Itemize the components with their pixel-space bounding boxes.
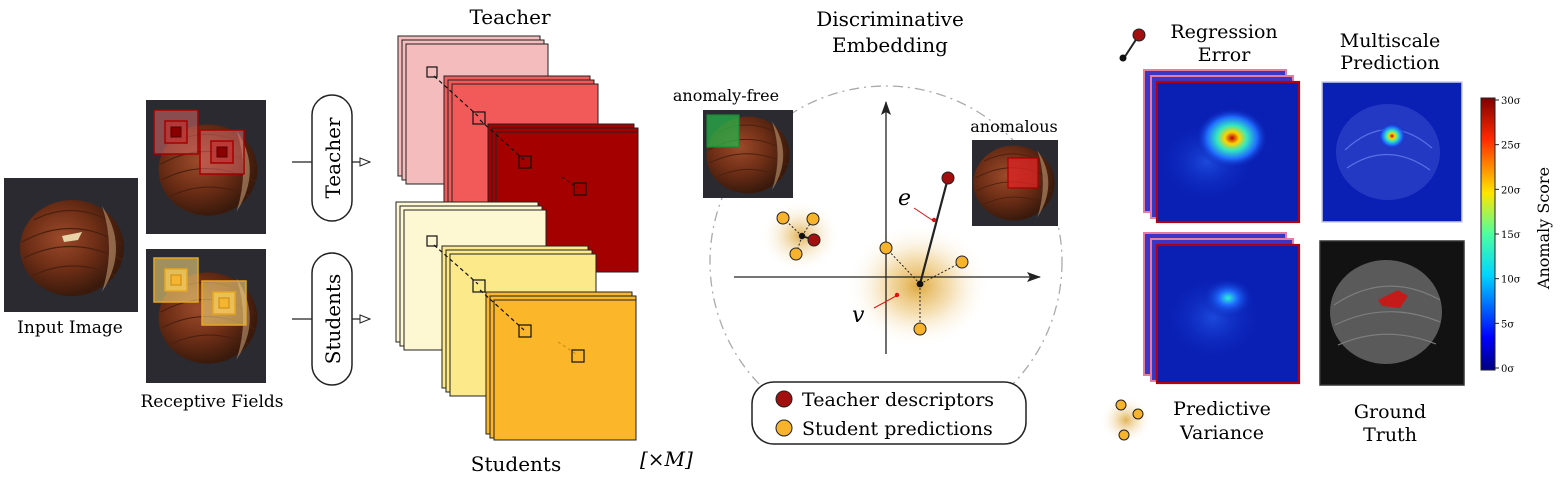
multiscale-line1: Multiscale: [1340, 30, 1441, 52]
embedding-title-line1: Discriminative: [816, 7, 964, 31]
embedding-title-line2: Embedding: [832, 33, 948, 57]
colorbar-tick-label: 5σ: [1501, 319, 1514, 330]
colorbar-title: Anomaly Score: [1534, 167, 1553, 290]
multiscale-prediction-map: [1321, 81, 1463, 223]
regression-error-line1: Regression: [1170, 21, 1277, 43]
teacher-stack-title: Teacher: [469, 5, 550, 29]
anomalous-thumbnail: [972, 140, 1058, 226]
colorbar-tick-label: 15σ: [1501, 230, 1521, 241]
multiscale-line2: Prediction: [1340, 52, 1439, 74]
teacher-descriptor-marker: [775, 390, 793, 408]
anomaly-free-label: anomaly-free: [673, 86, 779, 105]
ground-truth-map: [1319, 240, 1465, 386]
regression-error-icon: [1119, 28, 1146, 62]
colorbar-tick-label: 25σ: [1501, 141, 1521, 152]
ground-truth-line2: Truth: [1363, 424, 1417, 446]
student-prediction-marker: [775, 419, 793, 437]
colorbar-tick-label: 10σ: [1501, 275, 1521, 286]
teacher-network-box: [311, 94, 353, 222]
student-feature-stack: [395, 201, 637, 441]
predictive-variance-map: [1143, 232, 1301, 385]
input-image-label: Input Image: [17, 318, 123, 338]
colorbar-tick-label: 0σ: [1501, 364, 1514, 375]
small-cluster: [776, 211, 821, 261]
teacher-network-label: Teacher: [321, 117, 345, 198]
predictive-variance-line1: Predictive: [1173, 398, 1271, 420]
main-cluster: [873, 171, 969, 336]
students-stack-title: Students: [471, 452, 561, 476]
receptive-field-image-teacher: [146, 100, 266, 234]
ground-truth-line1: Ground: [1354, 401, 1426, 423]
regression-error-line2: Error: [1198, 44, 1251, 66]
colorbar-tick-label: 30σ: [1501, 96, 1521, 107]
input-image: [4, 178, 138, 312]
regression-error-map: [1143, 69, 1301, 224]
anomalous-label: anomalous: [970, 117, 1057, 136]
legend-teacher-label: Teacher descriptors: [802, 389, 994, 411]
colorbar-ticks: 30σ 25σ 20σ 15σ 10σ 5σ 0σ: [1495, 96, 1521, 375]
variance-symbol: v: [852, 303, 865, 328]
predictive-variance-line2: Variance: [1179, 422, 1264, 444]
error-symbol: e: [898, 186, 911, 211]
colorbar-tick-label: 20σ: [1501, 185, 1521, 196]
ensemble-size-label: [×M]: [640, 447, 693, 471]
legend-student-label: Student predictions: [802, 418, 993, 440]
anomaly-score-colorbar: [1480, 97, 1496, 371]
embedding-boundary: [709, 85, 1063, 439]
anomaly-free-thumbnail: [703, 110, 793, 198]
predictive-variance-icon: [1100, 396, 1152, 444]
receptive-fields-label: Receptive Fields: [141, 392, 284, 412]
embedding-legend: [751, 381, 1027, 445]
receptive-field-image-students: [146, 249, 266, 383]
students-network-label: Students: [321, 274, 345, 364]
